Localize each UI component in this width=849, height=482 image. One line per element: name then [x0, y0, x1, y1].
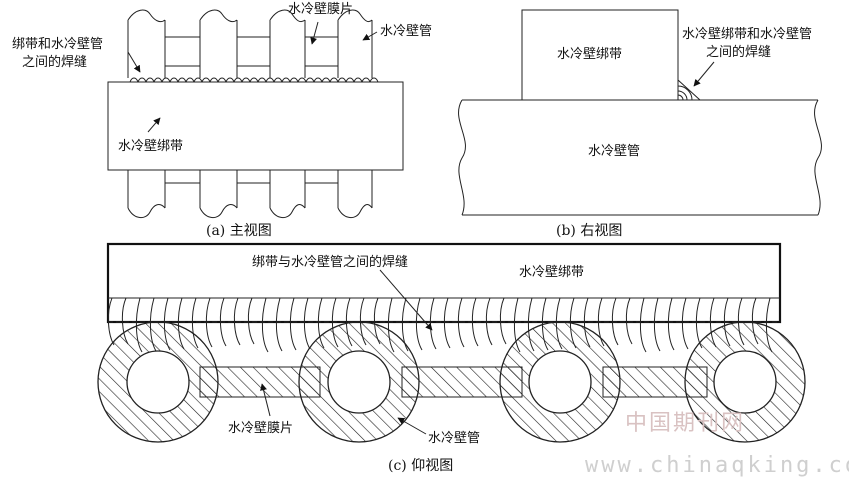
right-label-strap: 水冷壁绑带 — [557, 47, 622, 62]
weld-ripple — [345, 77, 355, 83]
weld-ripple — [241, 77, 251, 83]
right-label-weld-2: 之间的焊缝 — [706, 44, 771, 60]
bottom-weld-arcs — [107, 297, 773, 353]
weld-ripple — [305, 77, 315, 83]
front-caption: (a) 主视图 — [206, 223, 272, 239]
bottom-tubes — [97, 321, 806, 443]
weld-ripple — [137, 77, 147, 83]
tube-cross-section — [298, 321, 420, 443]
weld-ripple — [443, 297, 451, 349]
front-strap — [107, 81, 404, 171]
weld-ripple — [233, 297, 241, 346]
bottom-label-strap: 水冷壁绑带 — [519, 265, 584, 280]
weld-ripple — [169, 77, 179, 83]
weld-ripple — [219, 297, 227, 347]
weld-ripple — [261, 297, 269, 353]
weld-ripple — [217, 77, 227, 83]
bottom-label-tube: 水冷壁管 — [428, 431, 480, 446]
weld-ripple — [667, 297, 675, 351]
weld-ripple — [457, 297, 465, 348]
weld-ripple — [297, 77, 307, 83]
weld-ripple — [273, 77, 283, 83]
weld-ripple — [289, 77, 299, 83]
weld-ripple — [193, 77, 203, 83]
weld-ripple — [329, 77, 339, 83]
weld-ripple — [281, 77, 291, 83]
weld-ripple — [485, 297, 493, 346]
weld-ripple — [177, 77, 187, 83]
weld-ripple — [303, 297, 311, 350]
right-view: 水冷壁绑带 水冷壁绑带和水冷壁管 之间的焊缝 水冷壁管 (b) 右视图 — [458, 9, 822, 239]
front-label-strap: 水冷壁绑带 — [118, 139, 183, 154]
weld-ripple — [153, 77, 163, 83]
tube-cross-section — [499, 321, 621, 443]
bottom-strap — [106, 242, 782, 324]
weld-ripple — [313, 77, 323, 83]
weld-ripple — [337, 77, 347, 83]
weld-ripple — [265, 77, 275, 83]
weld-ripple — [201, 77, 211, 83]
weld-ripple — [161, 77, 171, 83]
right-label-weld-1: 水冷壁绑带和水冷壁管 — [682, 27, 812, 42]
weld-ripple — [611, 297, 619, 346]
weld-ripple — [353, 77, 363, 83]
weld-ripple — [361, 77, 371, 83]
front-tubes-bottom — [127, 170, 373, 218]
bottom-view: 绑带与水冷壁管之间的焊缝 水冷壁绑带 水冷壁膜片 水冷壁管 (c) 仰视图 — [97, 242, 806, 474]
front-weld-bead — [129, 77, 379, 83]
weld-ripple — [257, 77, 267, 83]
weld-ripple — [429, 297, 437, 350]
weld-ripple — [321, 77, 331, 83]
front-view: 水冷壁膜片 水冷壁管 绑带和水冷壁管 之间的焊缝 水冷壁绑带 (a) 主视图 — [12, 2, 432, 239]
right-caption: (b) 右视图 — [556, 223, 622, 239]
front-label-weld-2: 之间的焊缝 — [22, 54, 87, 70]
weld-ripple — [415, 297, 423, 351]
bottom-caption: (c) 仰视图 — [388, 458, 453, 474]
weld-ripple — [129, 77, 139, 83]
weld-ripple — [185, 77, 195, 83]
weld-ripple — [209, 77, 219, 83]
right-label-tube: 水冷壁管 — [588, 144, 640, 159]
weld-ripple — [233, 77, 243, 83]
weld-ripple — [225, 77, 235, 83]
weld-ripple — [369, 77, 379, 83]
weld-ripple — [289, 297, 297, 351]
front-tubes-top — [127, 9, 373, 78]
weld-ripple — [205, 297, 213, 348]
watermark-cn: 中国期刊网 — [625, 411, 745, 436]
bottom-film — [199, 366, 708, 398]
weld-ripple — [249, 77, 259, 83]
front-label-weld-1: 绑带和水冷壁管 — [12, 37, 103, 52]
weld-ripple — [471, 297, 479, 347]
weld-ripple — [145, 77, 155, 83]
right-strap — [521, 9, 679, 101]
right-weld — [677, 78, 702, 101]
weld-ripple — [653, 297, 661, 352]
weld-ripple — [625, 297, 633, 345]
watermark-url: www.chinaqking.com — [585, 453, 849, 478]
weld-ripple — [681, 297, 689, 350]
weld-ripple — [275, 297, 283, 352]
bottom-label-film: 水冷壁膜片 — [228, 421, 293, 436]
front-label-tube: 水冷壁管 — [380, 24, 432, 39]
front-label-film: 水冷壁膜片 — [288, 2, 353, 17]
bottom-label-weld: 绑带与水冷壁管之间的焊缝 — [252, 254, 408, 270]
tube-cross-section — [97, 321, 219, 443]
tube-cross-section — [684, 321, 806, 443]
weld-ripple — [639, 297, 647, 353]
